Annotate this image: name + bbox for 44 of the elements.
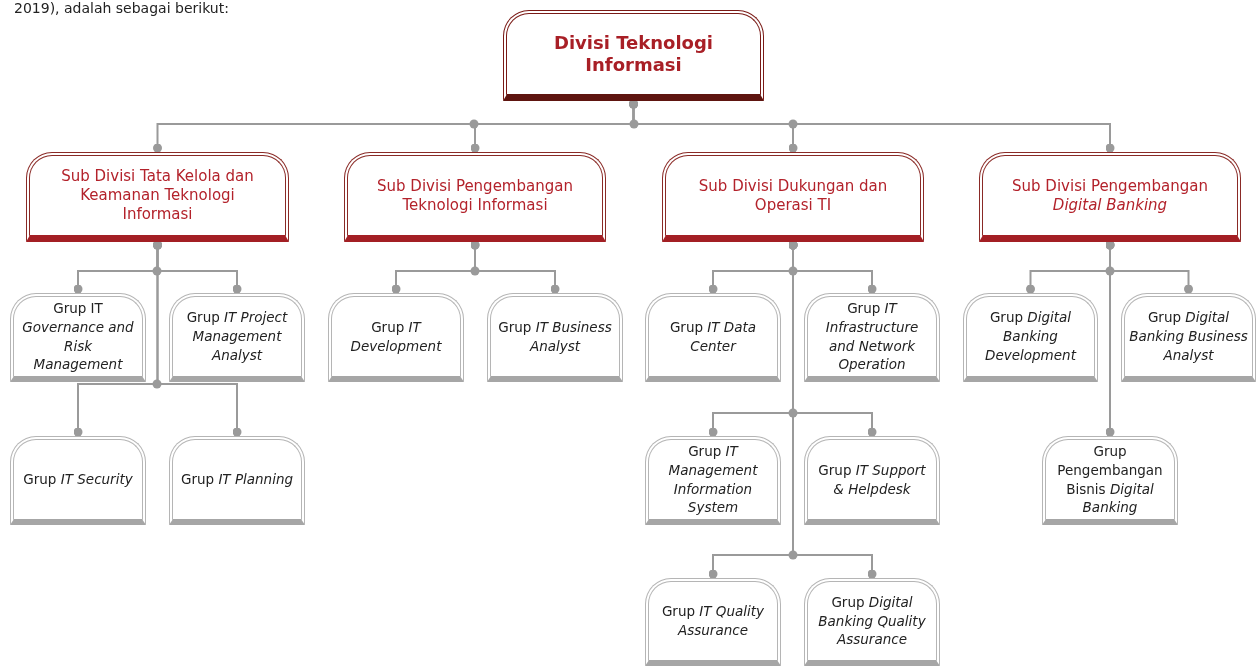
unit-name: Grup IT Support & Helpdesk [817,460,927,499]
subdivision-box [979,152,1241,242]
unit-name: Grup IT Infrastructure and Network Operation [824,298,920,375]
group-box [10,436,146,525]
group-box [169,293,305,382]
unit-name: Grup IT Development [349,317,443,356]
intro-text: 2019), adalah sebagai berikut: [14,0,229,16]
unit-name: Grup IT Data Center [668,317,758,356]
unit-name: Grup IT Security [23,470,133,489]
group-box [645,293,781,382]
unit-name: Grup IT Project Management Analyst [185,308,289,365]
group-box [1042,436,1178,525]
group-box [328,293,464,382]
group-box [1121,293,1256,382]
unit-name: Grup IT Governance and Risk Management [21,298,135,375]
subdivision-box [344,152,606,242]
subdivision-box [26,152,289,242]
unit-name: Grup Digital Banking Quality Assurance [817,592,927,650]
unit-name: Grup IT Business Analyst [497,317,613,356]
group-box [645,436,781,525]
group-box [804,578,940,666]
group-box [963,293,1098,382]
unit-name: Sub Divisi Tata Kelola dan Keamanan Teknologi Informasi [60,167,255,224]
group-box [804,436,940,525]
subdivision-box [662,152,924,242]
group-box [169,436,305,525]
connector-line [470,240,560,294]
unit-name: Grup IT Management Information System [667,441,759,518]
unit-name: Grup Digital Banking Business Analyst [1129,308,1248,365]
unit-name: Grup Pengembangan Bisnis Digital Banking [1056,441,1164,518]
unit-name: Grup Digital Banking Development [984,308,1078,365]
group-box [645,578,781,666]
group-box [487,293,623,382]
unit-name: Sub Divisi Pengembangan Digital Banking [1011,176,1209,215]
unit-name: Sub Divisi Pengembangan Teknologi Informasi [376,176,574,215]
connector-line [1105,240,1115,437]
unit-name: Grup IT Planning [180,470,294,489]
connector-line [788,240,877,579]
unit-name: Sub Divisi Dukungan dan Operasi TI [697,176,889,215]
division-box [503,10,764,101]
unit-name: Grup IT Quality Assurance [660,602,766,640]
group-box [10,293,146,382]
unit-name: Divisi Teknologi Informasi [553,32,714,76]
group-box [804,293,940,382]
